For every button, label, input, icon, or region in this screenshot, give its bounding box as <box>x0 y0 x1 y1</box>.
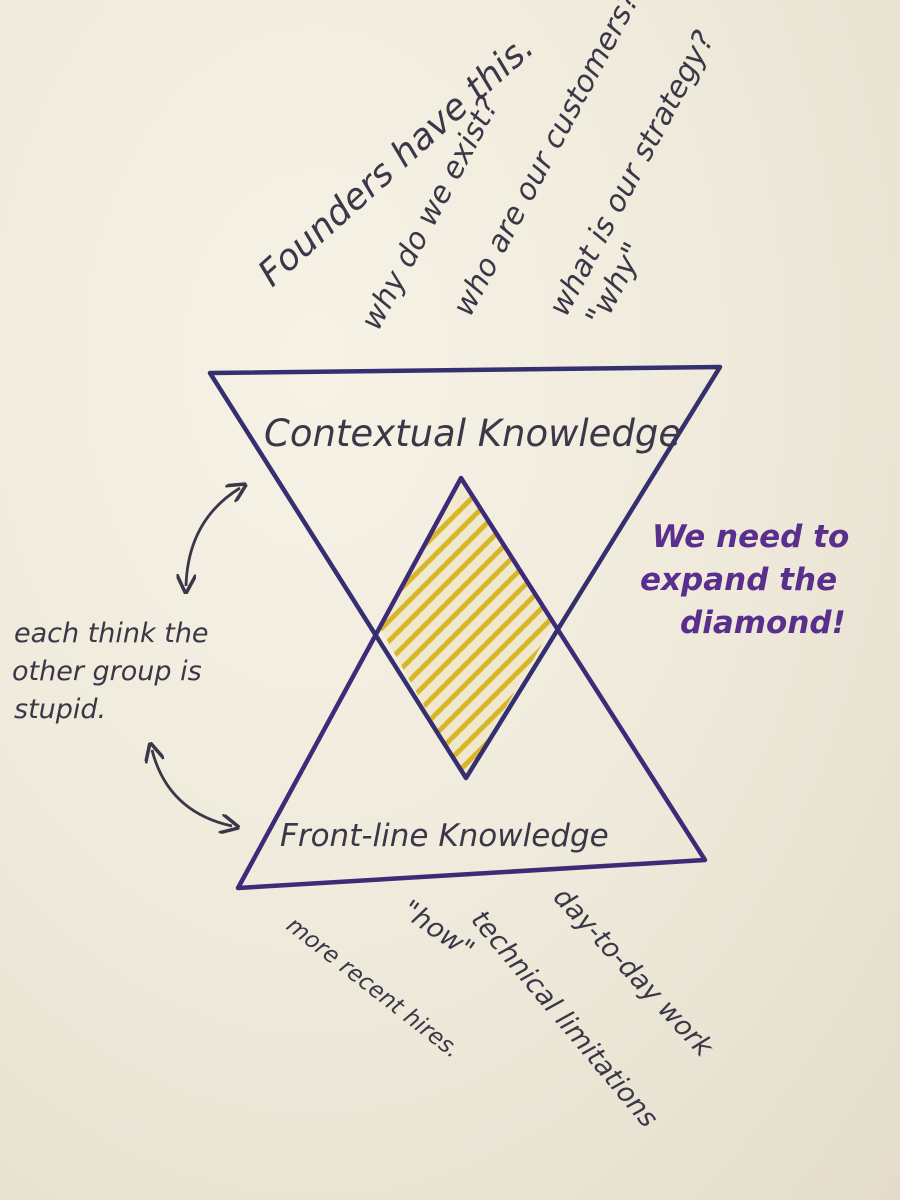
side-note-line1: each think the <box>14 618 209 649</box>
contextual-knowledge-label: Contextual Knowledge <box>264 412 681 455</box>
technical-limitations-note: technical limitations <box>465 905 664 1134</box>
side-note-line2: other group is <box>12 656 202 687</box>
frontline-knowledge-label: Front-line Knowledge <box>280 818 609 854</box>
frontline-triangle <box>235 475 708 891</box>
double-arrow-icon <box>152 750 232 826</box>
contextual-triangle <box>207 364 723 781</box>
expand-note-line2: expand the <box>640 562 837 598</box>
intersection-diamond <box>380 478 555 778</box>
double-arrow-icon <box>186 488 240 586</box>
expand-note-line1: We need to <box>652 519 849 555</box>
side-note-line3: stupid. <box>14 694 106 725</box>
how-note: "how" <box>396 894 480 966</box>
expand-note-line3: diamond! <box>680 605 846 641</box>
